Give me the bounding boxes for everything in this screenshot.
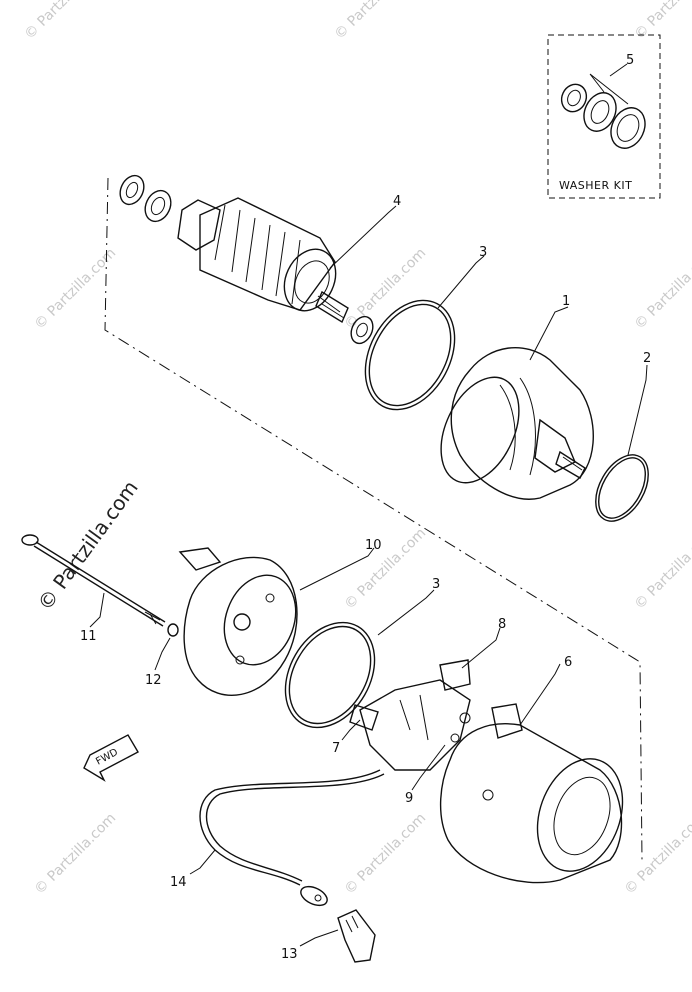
- watermark-tile: © Partzilla.com: [622, 810, 692, 898]
- o-ring-lower: [284, 621, 376, 729]
- washer-kit-washers: WASHER KIT: [559, 73, 646, 192]
- watermark-tile: © Partzilla.com: [32, 810, 120, 898]
- callout-4: 4: [393, 194, 401, 209]
- watermark-layer: © Partzilla.com © Partzilla.com © Partzi…: [22, 0, 692, 898]
- lead-wire: [199, 769, 385, 907]
- callout-14: 14: [170, 875, 187, 890]
- o-ring-small: [595, 454, 649, 522]
- through-bolt: [21, 534, 166, 627]
- watermark-tile: © Partzilla.com: [22, 0, 110, 43]
- callout-12: 12: [145, 673, 162, 688]
- callout-5: 5: [626, 53, 634, 68]
- watermark-tile: © Partzilla.com: [632, 245, 692, 333]
- callout-3-upper: 3: [479, 245, 487, 260]
- washer-kit-label: WASHER KIT: [559, 179, 632, 192]
- callout-labels: 1 2 3 3 4 5 6 7 8 9 10 11 12 13 14: [80, 53, 651, 962]
- callout-7: 7: [332, 741, 340, 756]
- watermark-tile: © Partzilla.com: [632, 0, 692, 43]
- starter-motor-body: [439, 703, 624, 884]
- fwd-arrow: FWD: [83, 734, 139, 782]
- yoke-housing: [440, 346, 594, 500]
- watermark-tile: © Partzilla.com: [632, 525, 692, 613]
- terminal-boot: [337, 909, 376, 963]
- watermark-tile: © Partzilla.com: [332, 0, 420, 43]
- watermark-tile: © Partzilla.com: [342, 525, 430, 613]
- callout-10: 10: [365, 538, 382, 553]
- washer-kit-box: [547, 34, 661, 199]
- callout-3-lower: 3: [432, 577, 440, 592]
- armature-washers: [119, 174, 374, 345]
- callout-6: 6: [564, 655, 572, 670]
- brush-holder: [349, 659, 471, 771]
- bolt-washer: [167, 623, 179, 637]
- callout-13: 13: [281, 947, 298, 962]
- leader-lines: [89, 63, 648, 947]
- callout-2: 2: [643, 351, 651, 366]
- rear-cover: [178, 547, 298, 696]
- o-ring-upper: [364, 299, 456, 411]
- watermark-tile: © Partzilla.com: [342, 810, 430, 898]
- assembly-outline: [104, 177, 643, 861]
- callout-9: 9: [405, 791, 413, 806]
- watermark-main: © Partzilla.com: [33, 476, 143, 615]
- callout-11: 11: [80, 629, 97, 644]
- armature: [177, 197, 349, 324]
- callout-1: 1: [562, 294, 570, 309]
- callout-8: 8: [498, 617, 506, 632]
